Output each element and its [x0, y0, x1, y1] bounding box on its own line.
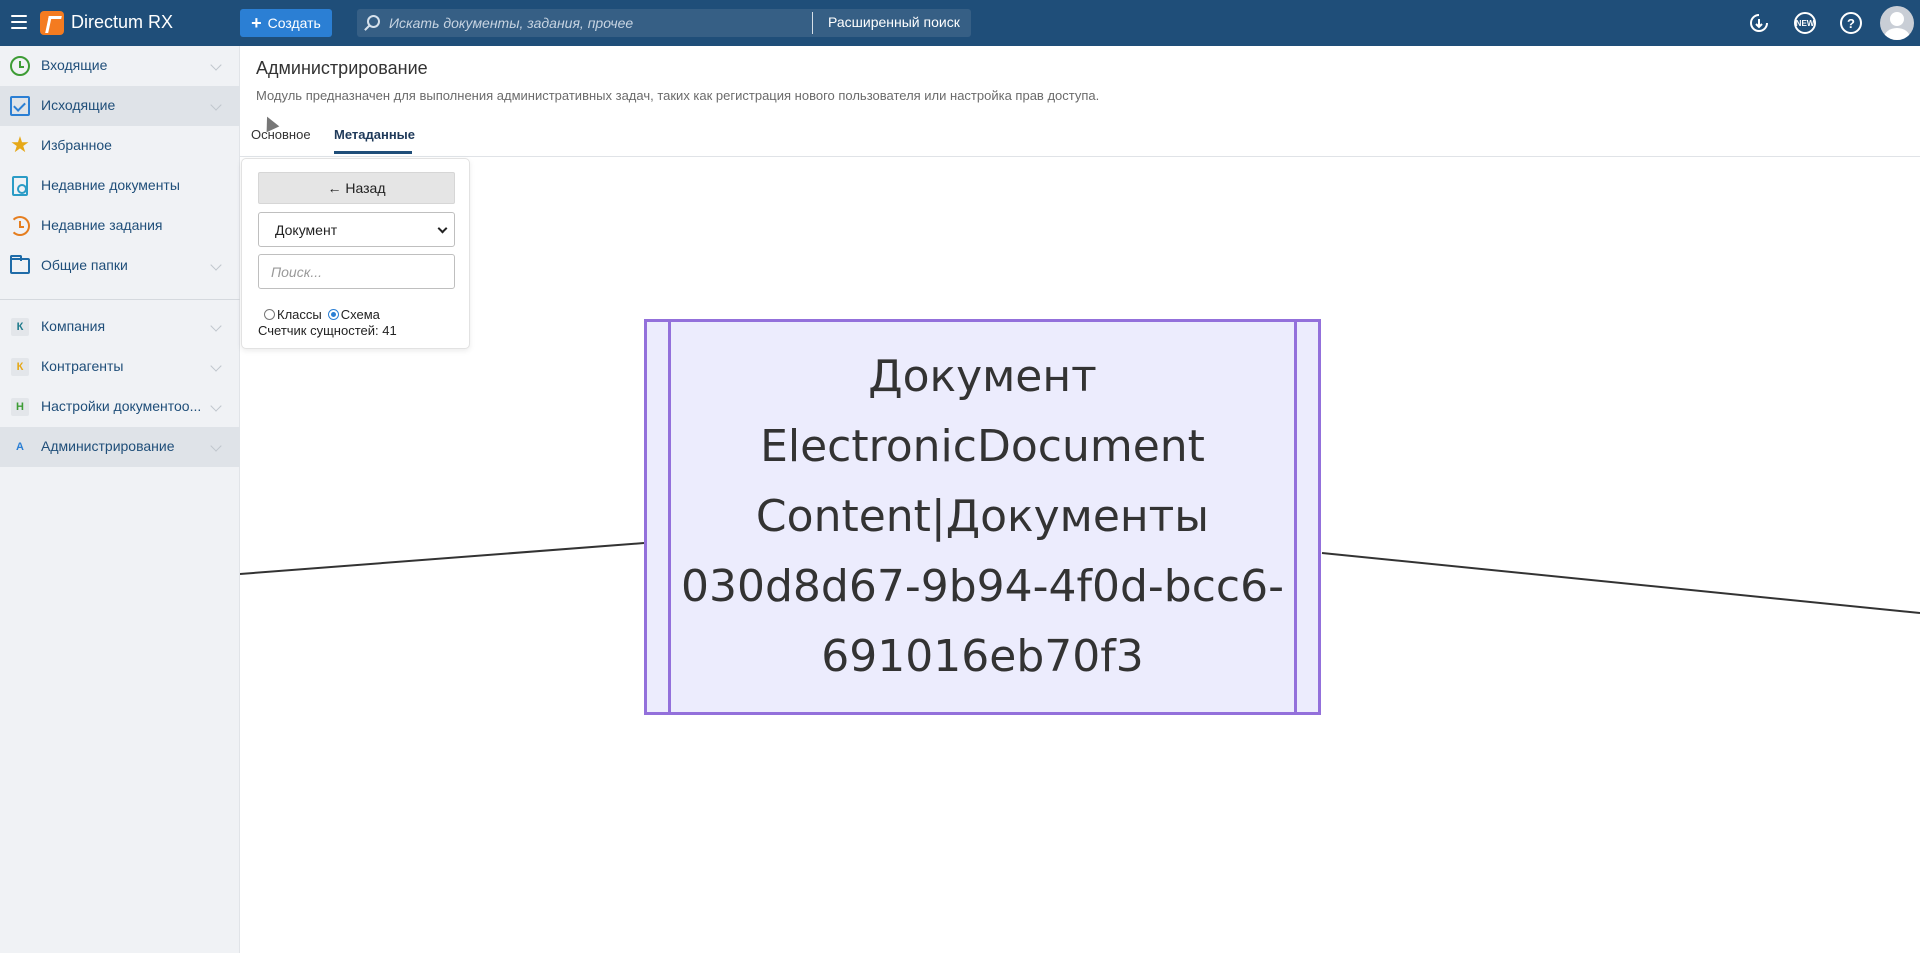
folder-icon: [10, 255, 30, 274]
sidebar-item-label: Недавние документы: [41, 177, 180, 193]
menu-icon[interactable]: [11, 15, 27, 29]
recent-tasks-icon: [10, 216, 30, 236]
sidebar-item-label: Контрагенты: [41, 358, 124, 374]
sidebar-item-recent-documents[interactable]: Недавние документы: [0, 166, 240, 206]
entity-guid-part2: 691016eb70f3: [821, 631, 1144, 682]
chevron-down-icon[interactable]: [210, 440, 222, 452]
sidebar-item-recent-tasks[interactable]: Недавние задания: [0, 206, 240, 246]
node-divider: [668, 322, 671, 712]
chevron-down-icon[interactable]: [210, 99, 222, 111]
star-icon: ★: [10, 132, 30, 157]
radio-schema[interactable]: [327, 309, 339, 320]
sidebar-item-label: Общие папки: [41, 257, 128, 273]
chevron-down-icon[interactable]: [210, 400, 222, 412]
active-tab-indicator: [334, 151, 412, 154]
sidebar-item-label: Входящие: [41, 57, 108, 73]
top-bar: Directum RX + Создать Расширенный поиск …: [0, 0, 1920, 46]
sidebar-item-label: Исходящие: [41, 97, 116, 113]
back-button[interactable]: ← Назад: [258, 172, 455, 204]
sidebar-item-outbox[interactable]: Исходящие: [0, 86, 240, 126]
tab-general[interactable]: Основное: [251, 127, 311, 142]
clock-icon: [10, 56, 30, 76]
recent-documents-icon: [12, 176, 28, 196]
entity-counter: Счетчик сущностей: 41: [258, 323, 397, 338]
sidebar-item-administration[interactable]: А Администрирование: [0, 427, 240, 467]
content-divider: [240, 156, 1920, 157]
chevron-down-icon[interactable]: [210, 259, 222, 271]
help-icon[interactable]: ?: [1840, 12, 1862, 34]
node-divider: [1294, 322, 1297, 712]
chevron-down-icon: [437, 223, 448, 234]
page-title: Администрирование: [256, 58, 428, 78]
tab-metadata[interactable]: Метаданные: [334, 127, 416, 142]
chevron-down-icon[interactable]: [210, 59, 222, 71]
entity-type: ElectronicDocument: [760, 421, 1205, 472]
plus-icon: +: [251, 13, 262, 33]
global-search: Расширенный поиск: [357, 9, 1159, 37]
letter-k-icon: К: [11, 358, 29, 376]
create-button[interactable]: + Создать: [240, 9, 332, 37]
logo-icon: [40, 11, 64, 35]
sidebar-item-label: Настройки документоо...: [41, 398, 202, 414]
entity-name: Документ: [868, 351, 1097, 402]
advanced-search-link[interactable]: Расширенный поиск: [828, 14, 960, 30]
metadata-panel: ← Назад Документ Классы Схема Счетчик су…: [241, 158, 470, 349]
search-icon: [367, 15, 380, 28]
schema-diagram[interactable]: Документ ElectronicDocument Content|Доку…: [240, 157, 1920, 953]
entity-type-select[interactable]: Документ: [258, 212, 455, 247]
sidebar-item-label: Недавние задания: [41, 217, 163, 233]
sidebar-item-label: Компания: [41, 318, 106, 334]
radio-schema-label: Схема: [340, 307, 380, 322]
sidebar-item-inbox[interactable]: Входящие: [0, 46, 240, 86]
search-input[interactable]: [389, 13, 1159, 33]
sidebar-item-counterparties[interactable]: К Контрагенты: [0, 347, 240, 387]
entity-node-label: Документ ElectronicDocument Content|Доку…: [675, 342, 1290, 692]
entity-module: Content|Документы: [755, 491, 1210, 542]
letter-a-icon: А: [16, 441, 24, 453]
chevron-down-icon[interactable]: [210, 320, 222, 332]
sidebar-item-label: Избранное: [41, 137, 112, 153]
sidebar-item-favorites[interactable]: ★ Избранное: [0, 126, 240, 166]
view-mode-radios: Классы Схема: [264, 307, 380, 322]
sidebar: Входящие Исходящие ★ Избранное Недавние …: [0, 46, 240, 953]
checkbox-icon: [10, 96, 30, 116]
letter-k-icon: К: [11, 318, 29, 336]
letter-h-icon: Н: [11, 398, 29, 416]
radio-classes[interactable]: [264, 309, 275, 320]
sidebar-item-company[interactable]: К Компания: [0, 307, 240, 347]
create-button-label: Создать: [267, 15, 321, 31]
entity-type-select-value: Документ: [275, 221, 338, 238]
sync-icon[interactable]: [1748, 12, 1770, 34]
entity-guid-part1: 030d8d67-9b94-4f0d-bcc6-: [681, 561, 1284, 612]
sidebar-divider: [0, 299, 240, 300]
edge-left: [240, 542, 645, 575]
sidebar-item-document-settings[interactable]: Н Настройки документоо...: [0, 387, 240, 427]
search-divider: [812, 12, 813, 34]
app-title: Directum RX: [71, 12, 174, 32]
page-description: Модуль предназначен для выполнения админ…: [256, 88, 1100, 103]
whats-new-icon[interactable]: NEW: [1794, 12, 1816, 34]
avatar[interactable]: [1880, 6, 1914, 40]
diagram-edges: [240, 542, 1920, 614]
sidebar-item-shared-folders[interactable]: Общие папки: [0, 246, 240, 286]
sidebar-item-label: Администрирование: [41, 438, 175, 454]
chevron-down-icon[interactable]: [210, 360, 222, 372]
edge-right: [1321, 552, 1920, 614]
panel-search-input[interactable]: [258, 254, 455, 289]
radio-classes-label: Классы: [277, 307, 322, 322]
entity-node[interactable]: Документ ElectronicDocument Content|Доку…: [644, 319, 1321, 715]
